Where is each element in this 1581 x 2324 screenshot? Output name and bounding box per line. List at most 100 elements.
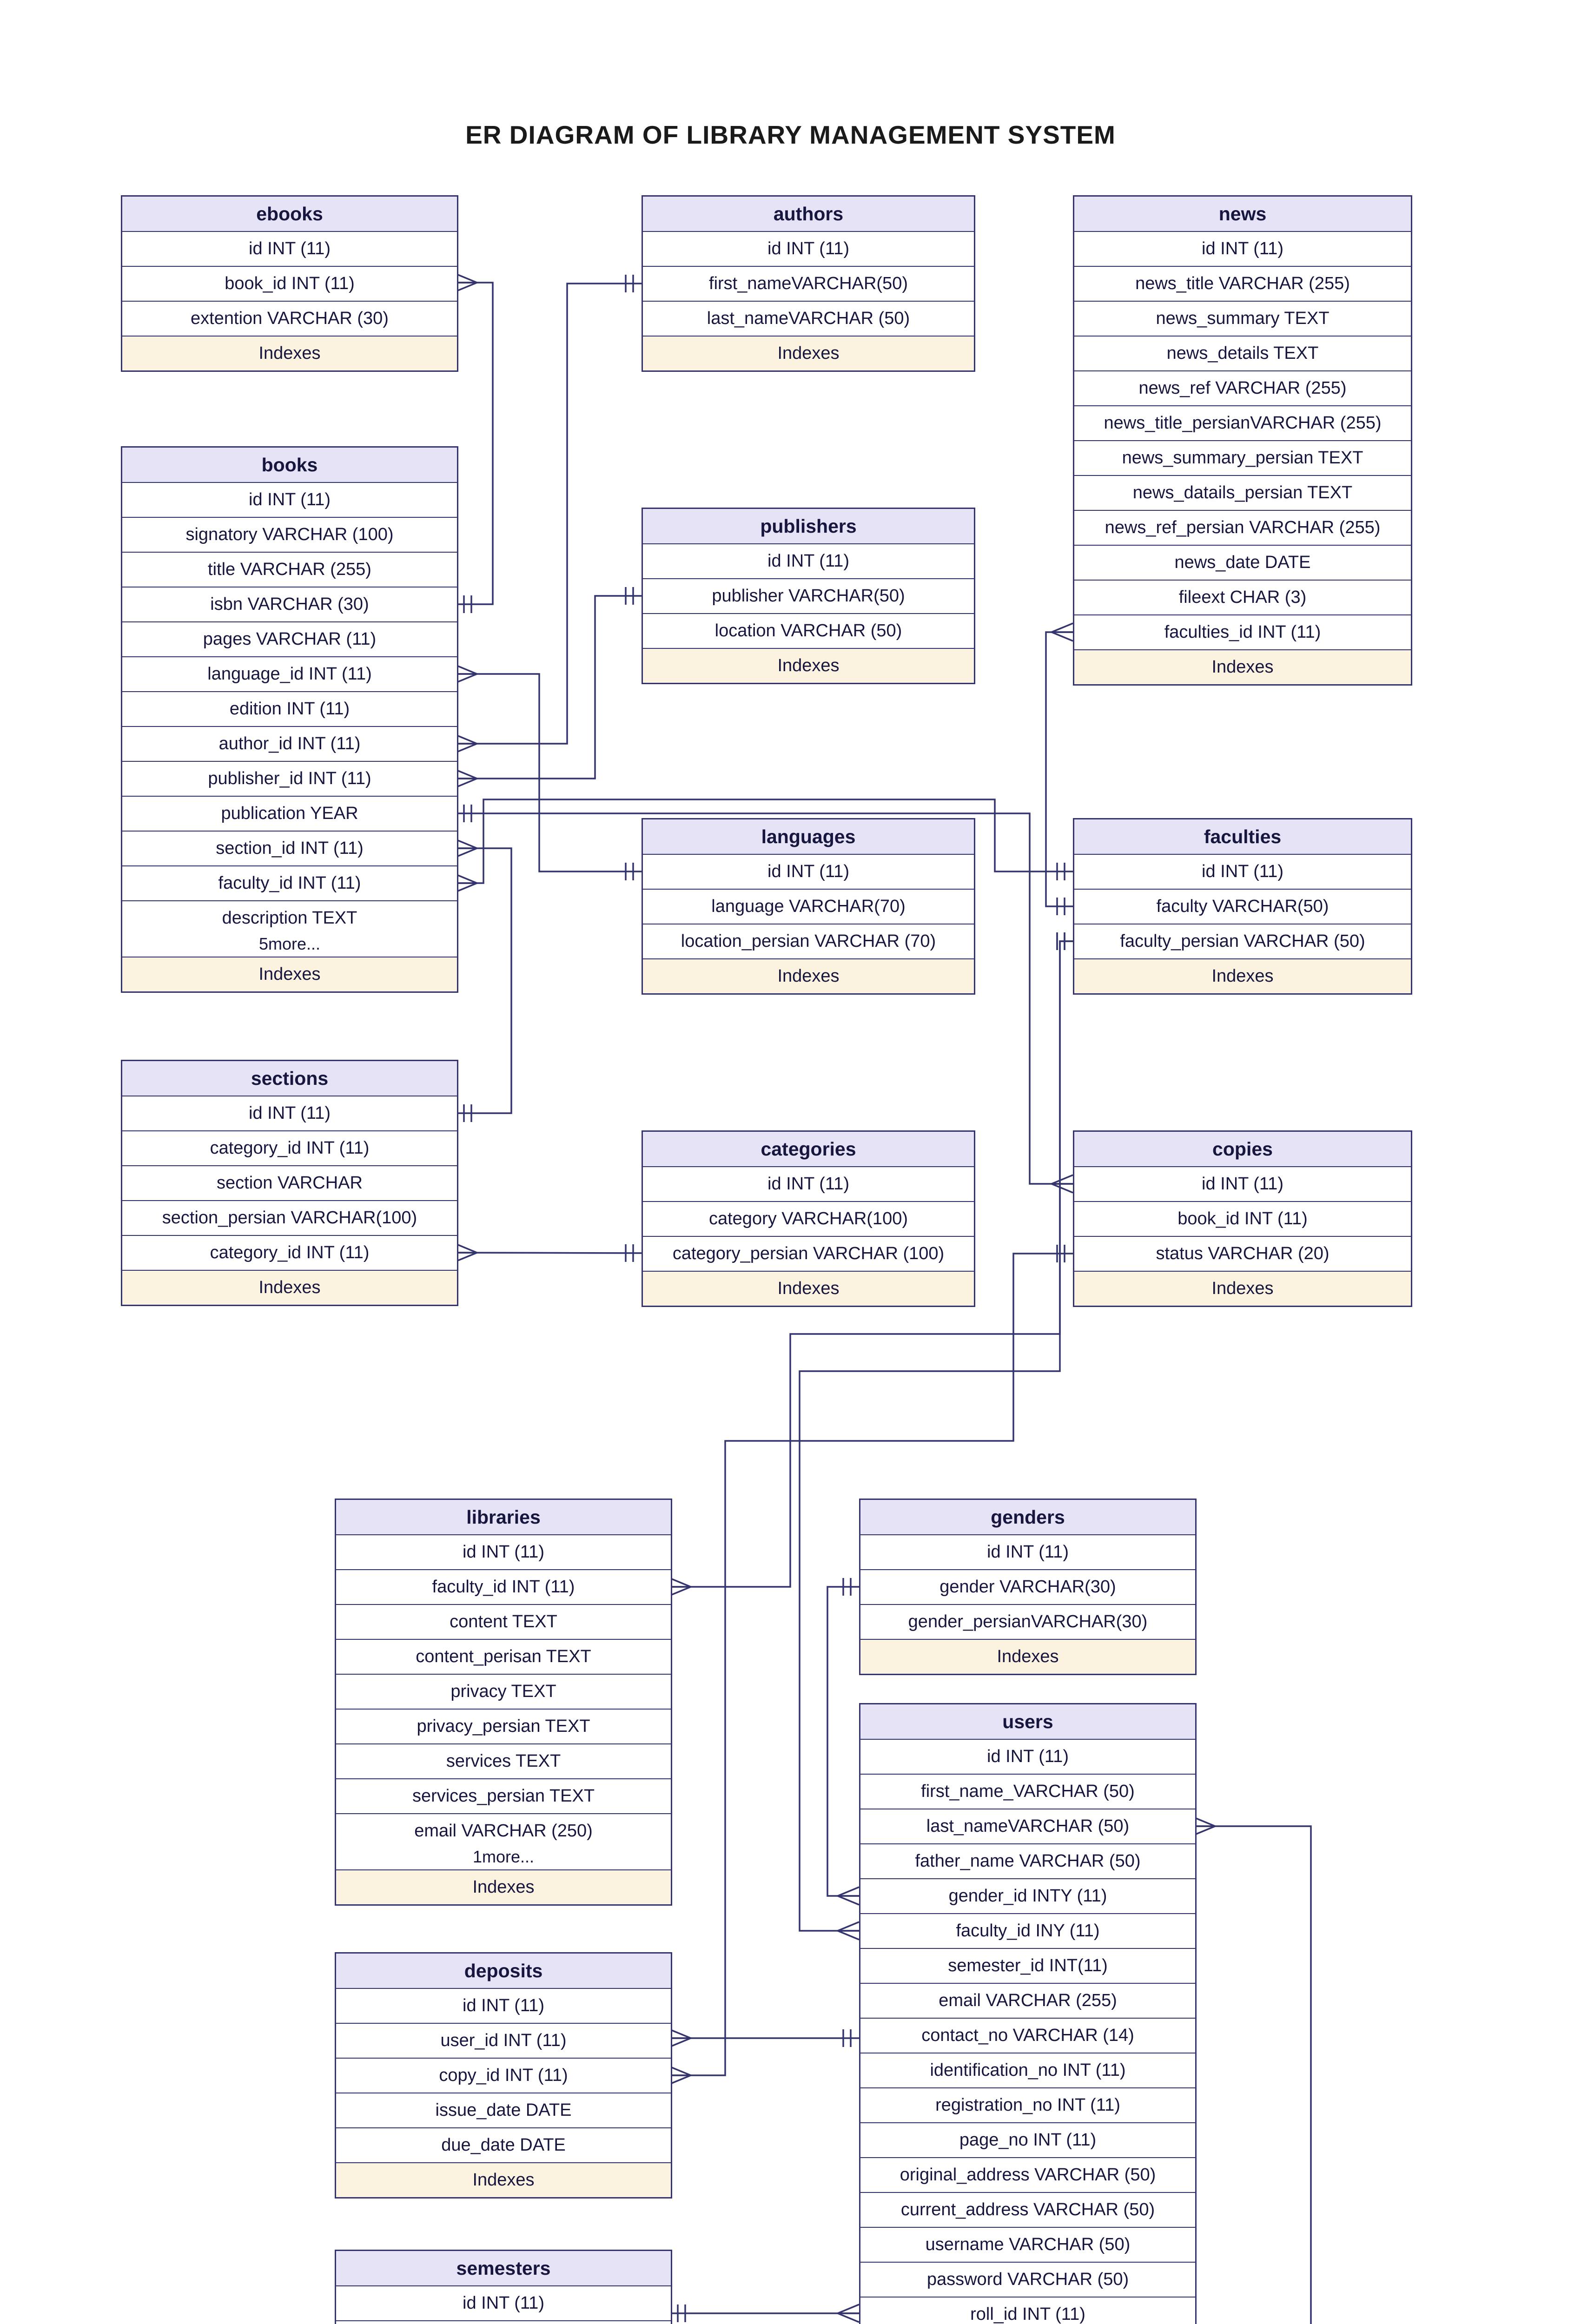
entity-column: last_nameVARCHAR (50) xyxy=(643,301,974,336)
entity-column: father_name VARCHAR (50) xyxy=(860,1843,1195,1878)
entity-column: services_persian TEXT xyxy=(336,1778,671,1813)
entity-header-ebooks: ebooks xyxy=(122,197,457,231)
entity-column: first_nameVARCHAR(50) xyxy=(643,266,974,301)
one-cardinality-marker xyxy=(1056,932,1065,950)
relationship-books-faculties xyxy=(456,799,1073,884)
entity-column: username VARCHAR (50) xyxy=(860,2227,1195,2262)
one-cardinality-marker xyxy=(463,805,472,822)
entity-column: status VARCHAR (20) xyxy=(1074,1236,1411,1271)
entity-column: isbn VARCHAR (30) xyxy=(122,587,457,621)
one-cardinality-marker xyxy=(463,1104,472,1122)
entity-column: pages VARCHAR (11) xyxy=(122,621,457,656)
entity-column: gender_persianVARCHAR(30) xyxy=(860,1604,1195,1639)
relationship-ebooks-books xyxy=(456,282,494,605)
entity-column: news_summary TEXT xyxy=(1074,301,1411,336)
entity-column: language VARCHAR(70) xyxy=(643,889,974,924)
entity-column: gender VARCHAR(30) xyxy=(860,1569,1195,1604)
entity-column: email VARCHAR (250) xyxy=(336,1813,671,1848)
entity-column: semester VARCHAR (30) xyxy=(336,2320,671,2324)
entity-column: location_persian VARCHAR (70) xyxy=(643,924,974,958)
one-cardinality-marker xyxy=(1056,898,1065,915)
entity-column: id INT (11) xyxy=(122,1096,457,1130)
entity-header-sections: sections xyxy=(122,1061,457,1096)
one-cardinality-marker xyxy=(463,595,472,613)
entity-column: gender_id INTY (11) xyxy=(860,1878,1195,1913)
relationship-books-authors xyxy=(456,283,642,745)
entity-column: id INT (11) xyxy=(122,482,457,517)
entity-column: signatory VARCHAR (100) xyxy=(122,517,457,552)
entity-column: book_id INT (11) xyxy=(1074,1201,1411,1236)
relationship-users-genders xyxy=(827,1586,859,1897)
entity-column: id INT (11) xyxy=(336,1534,671,1569)
one-cardinality-marker xyxy=(625,1244,634,1262)
entity-column: id INT (11) xyxy=(336,2285,671,2320)
entity-column: category_persian VARCHAR (100) xyxy=(643,1236,974,1271)
entity-column: fileext CHAR (3) xyxy=(1074,580,1411,614)
entity-column: id INT (11) xyxy=(643,1166,974,1201)
entity-column: copy_id INT (11) xyxy=(336,2058,671,2093)
one-cardinality-marker xyxy=(842,2029,852,2047)
entity-column: category_id INT (11) xyxy=(122,1130,457,1165)
crow-foot-marker xyxy=(837,2304,860,2323)
entity-column: publication YEAR xyxy=(122,796,457,831)
entity-column: id INT (11) xyxy=(860,1739,1195,1774)
entity-column: faculty_persian VARCHAR (50) xyxy=(1074,924,1411,958)
relationship-books-languages xyxy=(456,673,642,872)
entity-column: id INT (11) xyxy=(643,854,974,889)
crow-foot-marker xyxy=(669,2028,691,2048)
entity-column: section_persian VARCHAR(100) xyxy=(122,1200,457,1235)
entity-column: news_ref_persian VARCHAR (255) xyxy=(1074,510,1411,545)
crow-foot-marker xyxy=(1051,622,1073,642)
entity-column: faculty VARCHAR(50) xyxy=(1074,889,1411,924)
entity-header-categories: categories xyxy=(643,1132,974,1166)
entity-column: category VARCHAR(100) xyxy=(643,1201,974,1236)
one-cardinality-marker xyxy=(625,587,634,605)
entity-column: section_id INT (11) xyxy=(122,831,457,865)
one-cardinality-marker xyxy=(842,1578,852,1596)
relationship-news-faculties xyxy=(1045,631,1073,907)
entity-indexes-footer: Indexes xyxy=(122,336,457,370)
entity-column: content TEXT xyxy=(336,1604,671,1639)
entity-more-indicator: 1more... xyxy=(472,1847,535,1866)
entity-column: services TEXT xyxy=(336,1743,671,1778)
entity-column: news_summary_persian TEXT xyxy=(1074,440,1411,475)
entity-column: edition INT (11) xyxy=(122,691,457,726)
crow-foot-marker xyxy=(455,734,477,753)
entity-indexes-footer: Indexes xyxy=(1074,1271,1411,1306)
crow-foot-marker xyxy=(669,2066,691,2085)
entity-indexes-footer: Indexes xyxy=(336,2162,671,2197)
entity-column: user_id INT (11) xyxy=(336,2023,671,2058)
entity-column: faculty_id INT (11) xyxy=(336,1569,671,1604)
entity-column: book_id INT (11) xyxy=(122,266,457,301)
entity-column: roll_id INT (11) xyxy=(860,2297,1195,2324)
one-cardinality-marker xyxy=(1056,1245,1065,1262)
entity-column: original_address VARCHAR (50) xyxy=(860,2157,1195,2192)
entity-column: id INT (11) xyxy=(1074,231,1411,266)
entity-column: id INT (11) xyxy=(1074,854,1411,889)
entity-indexes-footer: Indexes xyxy=(1074,649,1411,684)
crow-foot-marker xyxy=(455,873,477,893)
entity-indexes-footer: Indexes xyxy=(860,1639,1195,1674)
entity-indexes-footer: Indexes xyxy=(643,336,974,370)
entity-column: news_title VARCHAR (255) xyxy=(1074,266,1411,301)
entity-column: id INT (11) xyxy=(336,1988,671,2023)
entity-indexes-footer: Indexes xyxy=(122,957,457,991)
entity-indexes-footer: Indexes xyxy=(336,1869,671,1904)
crow-foot-marker xyxy=(1051,1174,1073,1194)
entity-column: id INT (11) xyxy=(122,231,457,266)
entity-more-indicator: 5more... xyxy=(258,934,321,953)
crow-foot-marker xyxy=(1193,1816,1216,1836)
entity-column: content_perisan TEXT xyxy=(336,1639,671,1674)
entity-header-copies: copies xyxy=(1074,1132,1411,1166)
